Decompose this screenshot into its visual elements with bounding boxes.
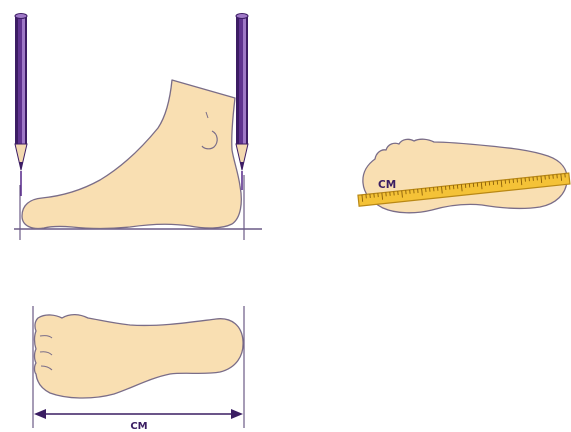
sole-length-panel: CM: [33, 306, 244, 432]
arrow-left-icon: [34, 409, 46, 419]
side-view-panel: [14, 14, 262, 241]
pencil-icon: [15, 14, 27, 197]
tape-cm-label: CM: [378, 179, 396, 191]
foot-outline-flat: [35, 315, 244, 398]
length-cm-label: CM: [130, 421, 147, 432]
arrow-right-icon: [231, 409, 243, 419]
pencil-icon: [236, 14, 248, 191]
tape-measure-panel: CM: [358, 139, 570, 213]
foot-side-outline: [22, 80, 241, 229]
